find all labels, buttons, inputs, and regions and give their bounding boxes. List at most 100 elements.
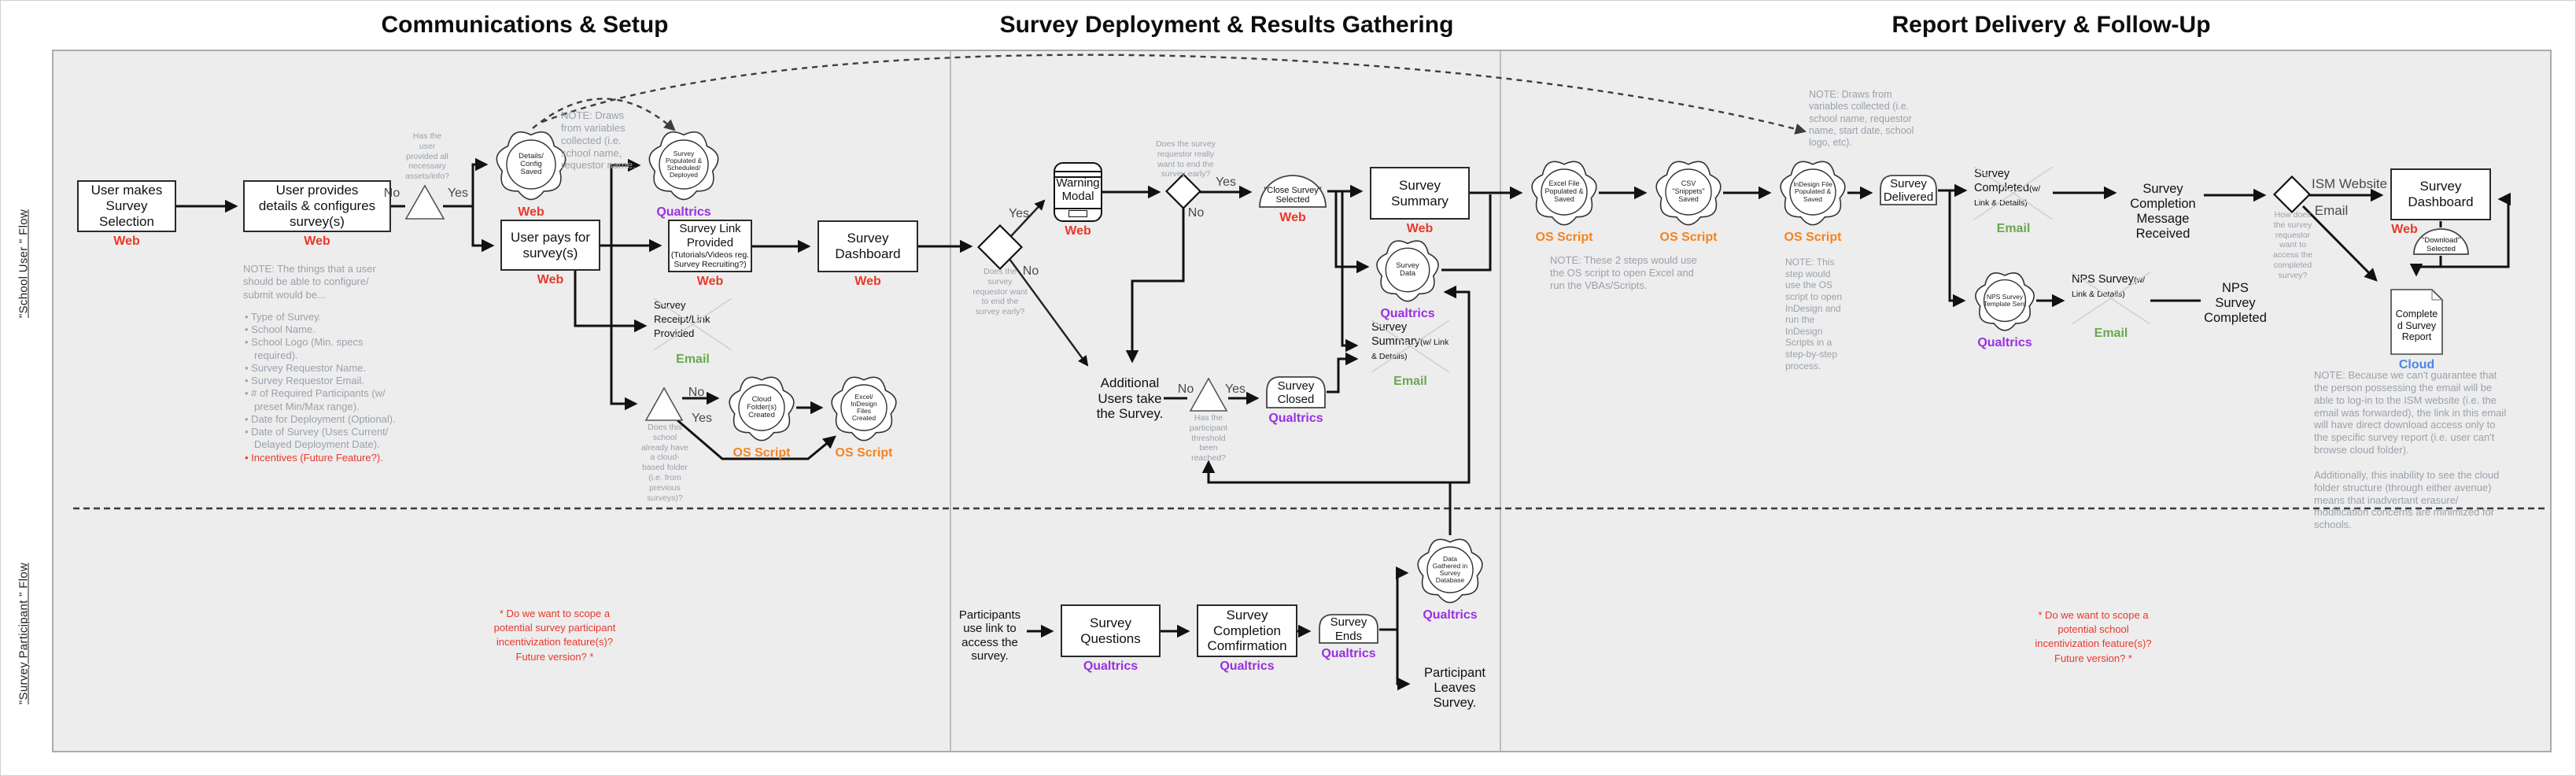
seal-badge-icon [1376, 240, 1439, 302]
node-data-gathered: Data Gathered in Survey Database [1411, 530, 1489, 609]
node-access-method-check [2273, 176, 2311, 213]
survey-delivered-label: Survey Delivered [1883, 176, 1934, 204]
survey-dashboard-1-label: Survey Dashboard [835, 231, 901, 261]
decision-triangle-icon [404, 184, 445, 220]
config-note-bullet: School Logo (Min. specs required). [243, 336, 404, 362]
node-completed-survey-report: Complete d Survey Report [2390, 288, 2444, 356]
survey-closed-label: Survey Closed [1277, 379, 1315, 406]
node-cloud-folders-created: Cloud Folder(s) Created [722, 368, 801, 447]
node-survey-summary: Survey Summary [1370, 167, 1470, 220]
node-survey-completed-email: Survey Completed(w/ Link & Details) [1974, 167, 2053, 220]
config-note-bullet: Type of Survey. [243, 311, 404, 323]
nps-survey-email-platform-label: Email [2094, 327, 2128, 340]
edge-label-no-7: No [1187, 206, 1205, 220]
cloud-folders-created-label: Cloud Folder(s) Created [746, 394, 777, 420]
node-end-early-check [977, 224, 1023, 270]
config-note-header: NOTE: The things that a user should be a… [243, 263, 376, 301]
survey-link-provided-sublabel: (Tutorials/Videos reg. Survey Recruiting… [670, 250, 750, 269]
indesign-file-populated-platform-label: OS Script [1784, 231, 1842, 244]
edge-label-yes-1: Yes [447, 187, 469, 200]
node-survey-data: Survey Data [1370, 232, 1445, 308]
node-completion-message-received: Survey Completion Message Received [2124, 182, 2202, 245]
decision-diamond-icon [977, 224, 1023, 270]
edge-label-yes-4: Yes [1008, 207, 1030, 220]
seal-badge-icon [1531, 161, 1597, 226]
participant-leaves-label: Participant Leaves Survey. [1424, 666, 1485, 711]
user-provides-details-platform-label: Web [304, 235, 330, 248]
node-survey-summary-email: Survey Summary(w/ Link & Details) [1371, 320, 1449, 372]
edge-label-yes-9: Yes [1224, 382, 1246, 396]
node-close-survey-selected: "Close Survey" Selected [1258, 173, 1327, 209]
red-note-school-incentive-question: * Do we want to scope a potential school… [2035, 609, 2152, 664]
survey-summary-platform-label: Web [1406, 222, 1434, 235]
node-additional-users: Additional Users take the Survey. [1094, 375, 1165, 426]
phone-bottom-bar [1055, 208, 1101, 209]
node-survey-link-provided: Survey Link Provided(Tutorials/Videos re… [668, 220, 752, 272]
survey-ends-label: Survey Ends [1330, 615, 1367, 643]
completion-message-received-label: Survey Completion Message Received [2130, 182, 2196, 242]
seal-badge-icon [1975, 272, 2035, 331]
user-pays-label: User pays for survey(s) [510, 229, 591, 261]
phone-top-bar [1055, 176, 1101, 178]
decision-triangle-icon [644, 386, 684, 421]
seal-badge-icon [496, 131, 566, 201]
note-draws-variables-note-1: NOTE: Draws from variables collected (i.… [561, 109, 636, 172]
survey-closed-platform-label: Qualtrics [1268, 412, 1323, 425]
completed-survey-report-label: Complete d Survey Report [2395, 309, 2438, 343]
excel-indesign-files-created-platform-label: OS Script [835, 446, 893, 460]
user-provides-details-label: User provides details & configures surve… [258, 183, 376, 229]
envelope-icon [1371, 320, 1449, 372]
nps-survey-template-sent-platform-label: Qualtrics [1977, 336, 2032, 349]
user-makes-survey-selection-label: User makes Survey Selection [90, 183, 163, 229]
node-warning-modal: Warning Modal [1054, 162, 1102, 222]
excel-file-populated-platform-label: OS Script [1535, 231, 1593, 244]
survey-dashboard-2-label: Survey Dashboard [2408, 179, 2474, 209]
note-configurable-items: NOTE: The things that a user should be a… [243, 263, 404, 464]
config-note-bullet: Survey Requestor Email. [243, 375, 404, 387]
node-participants-use-link: Participants use link to access the surv… [953, 608, 1027, 665]
seal-badge-icon [648, 131, 719, 201]
note-excel-steps-note: NOTE: These 2 steps would use the OS scr… [1550, 254, 1697, 291]
config-note-red-bullet: Incentives (Future Feature?). [243, 452, 404, 464]
node-user-pays: User pays for survey(s) [500, 220, 600, 271]
survey-dashboard-2-platform-label: Web [2391, 223, 2418, 236]
note-end-early-confirm-note: Does the survey requestor really want to… [1156, 139, 1216, 179]
envelope-icon [654, 298, 732, 350]
node-survey-dashboard-1: Survey Dashboard [817, 220, 918, 272]
note-threshold-note: Has the participant threshold been reach… [1189, 413, 1228, 464]
config-note-bullet: # of Required Participants (w/ preset Mi… [243, 387, 404, 413]
node-survey-ends: Survey Ends [1318, 612, 1379, 645]
red-note-participant-incentive-question: * Do we want to scope a potential survey… [493, 608, 616, 663]
data-gathered-platform-label: Qualtrics [1423, 608, 1478, 622]
close-survey-selected-label: "Close Survey" Selected [1264, 185, 1322, 205]
warning-modal-platform-label: Web [1065, 224, 1091, 238]
node-excel-indesign-files-created: Excel/ InDesign Files Created [825, 368, 903, 447]
survey-populated-scheduled-platform-label: Qualtrics [656, 205, 711, 219]
survey-receipt-link-platform-label: Email [676, 353, 710, 366]
csv-snippets-saved-label: CSV "Snippets" Saved [1672, 179, 1705, 203]
edge-label-yes-3: Yes [691, 412, 713, 425]
survey-dashboard-1-platform-label: Web [854, 275, 881, 288]
survey-summary-label: Survey Summary [1391, 177, 1449, 209]
survey-populated-scheduled-label: Survey Populated & Scheduled/ Deployed [665, 149, 703, 179]
survey-completion-confirmation-platform-label: Qualtrics [1220, 660, 1275, 673]
warning-modal-label: Warning Modal [1056, 176, 1100, 203]
node-asset-check [404, 184, 445, 220]
edge-label-no-2: No [688, 386, 705, 399]
survey-data-platform-label: Qualtrics [1380, 307, 1435, 320]
node-survey-populated-scheduled: Survey Populated & Scheduled/ Deployed [642, 123, 725, 206]
survey-data-label: Survey Data [1396, 261, 1419, 278]
phone-top-bar [1055, 171, 1101, 172]
details-config-saved-platform-label: Web [518, 205, 544, 219]
user-makes-survey-selection-platform-label: Web [113, 235, 140, 248]
node-participant-leaves: Participant Leaves Survey. [1417, 666, 1493, 715]
document-shape-icon [2390, 289, 2443, 355]
node-survey-dashboard-2: Survey Dashboard [2390, 168, 2491, 220]
edge-label-ism-website-10: ISM Website [2311, 176, 2388, 191]
node-user-makes-survey-selection: User makes Survey Selection [77, 180, 176, 232]
node-details-config-saved: Details/ Config Saved [489, 123, 573, 206]
node-download-selected: "Download" Selected [2412, 227, 2470, 256]
envelope-icon [1974, 167, 2053, 220]
note-email-guarantee-note: NOTE: Because we can't guarantee that th… [2314, 369, 2507, 531]
